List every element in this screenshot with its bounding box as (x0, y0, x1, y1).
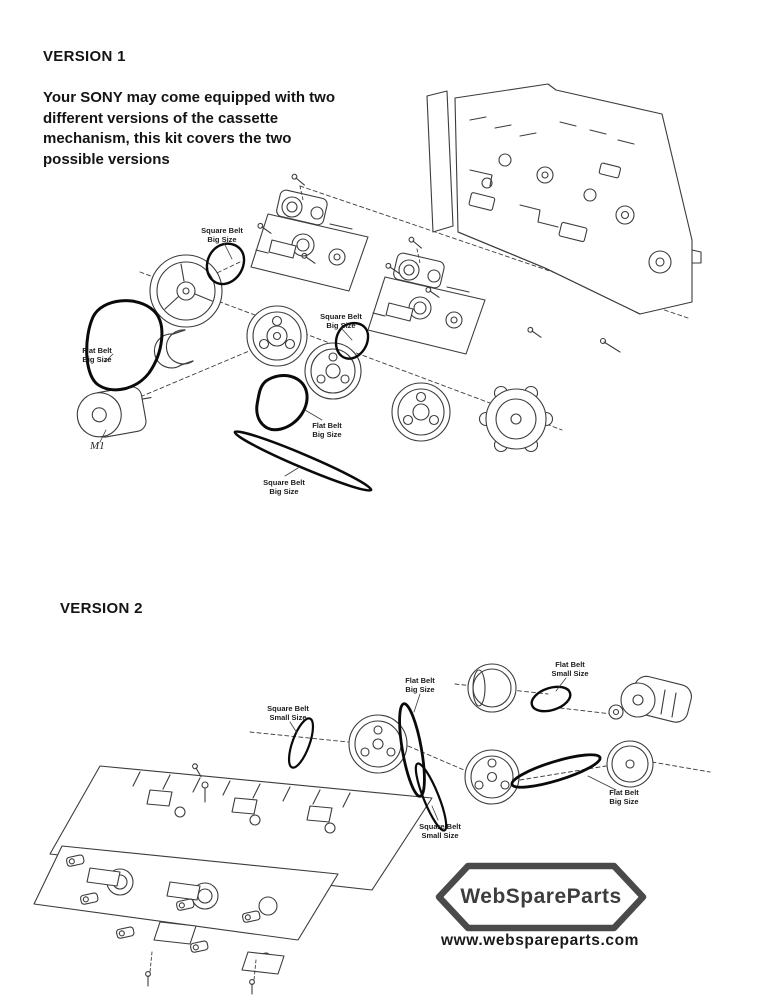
deck-assembly-second (367, 235, 486, 355)
mechanism-lower-left (33, 845, 339, 941)
label-flat-belt-small-v2: Flat Belt Small Size (551, 660, 589, 679)
pulley-v2-right (606, 740, 654, 788)
flywheel-v2-mid (464, 749, 520, 805)
belts-v2 (287, 685, 602, 832)
square-belt-loop-mid (334, 321, 370, 360)
square-belt-small-loop-left (287, 717, 315, 769)
flat-belt-big-loop-top (398, 702, 426, 798)
brand-hexagon-outline (435, 862, 647, 932)
label-flat-belt-big-top-v2: Flat Belt Big Size (405, 676, 435, 695)
flat-belt-small-loop (530, 685, 572, 713)
square-belt-loop-top (205, 242, 246, 286)
label-square-belt-small-mid-v2: Square Belt Small Size (419, 822, 461, 841)
leader-lines-v1 (99, 242, 353, 477)
flat-belt-loop-mid (255, 374, 309, 432)
brand-logo-text: WebSpareParts (460, 885, 622, 908)
motor-v2 (608, 675, 692, 723)
label-square-belt-big-mid: Square Belt Big Size (320, 312, 362, 331)
version1-diagram (76, 83, 702, 492)
label-square-belt-big-bottom: Square Belt Big Size (263, 478, 305, 497)
pulley-with-holes-3 (391, 382, 451, 442)
version1-description: Your SONY may come equipped with two dif… (43, 89, 335, 169)
version1-heading: VERSION 1 (43, 48, 126, 65)
flat-belt-big-loop-right (510, 753, 602, 789)
chassis-panel (426, 83, 702, 353)
website-url: www.webspareparts.com (440, 932, 640, 949)
version2-diagram (33, 663, 711, 995)
flywheel-large (149, 254, 223, 328)
label-flat-belt-big-right-v2: Flat Belt Big Size (609, 788, 639, 807)
pulley-with-holes-1 (246, 305, 308, 367)
tape-roller (467, 663, 517, 713)
screws-v1 (257, 222, 542, 338)
leader-lines-v2 (289, 677, 617, 821)
square-belt-small-loop-mid (414, 762, 448, 832)
belts-v1 (85, 242, 373, 492)
clamp-bracket (153, 329, 194, 369)
motor-m1 (76, 386, 152, 438)
flat-belt-loop-left (85, 299, 164, 392)
small-parts-cluster (66, 763, 285, 995)
label-square-belt-big-top: Square Belt Big Size (201, 226, 243, 245)
square-belt-loop-long (233, 430, 373, 492)
pulley-with-holes-2 (304, 342, 362, 400)
label-square-belt-small-left-v2: Square Belt Small Size (267, 704, 309, 723)
version2-heading: VERSION 2 (60, 600, 143, 617)
label-flat-belt-big-left: Flat Belt Big Size (82, 346, 112, 365)
label-flat-belt-big-mid: Flat Belt Big Size (312, 421, 342, 440)
gear-wheel (478, 385, 554, 453)
deck-assembly (250, 173, 369, 292)
motor-m1-label: M1 (90, 440, 105, 452)
